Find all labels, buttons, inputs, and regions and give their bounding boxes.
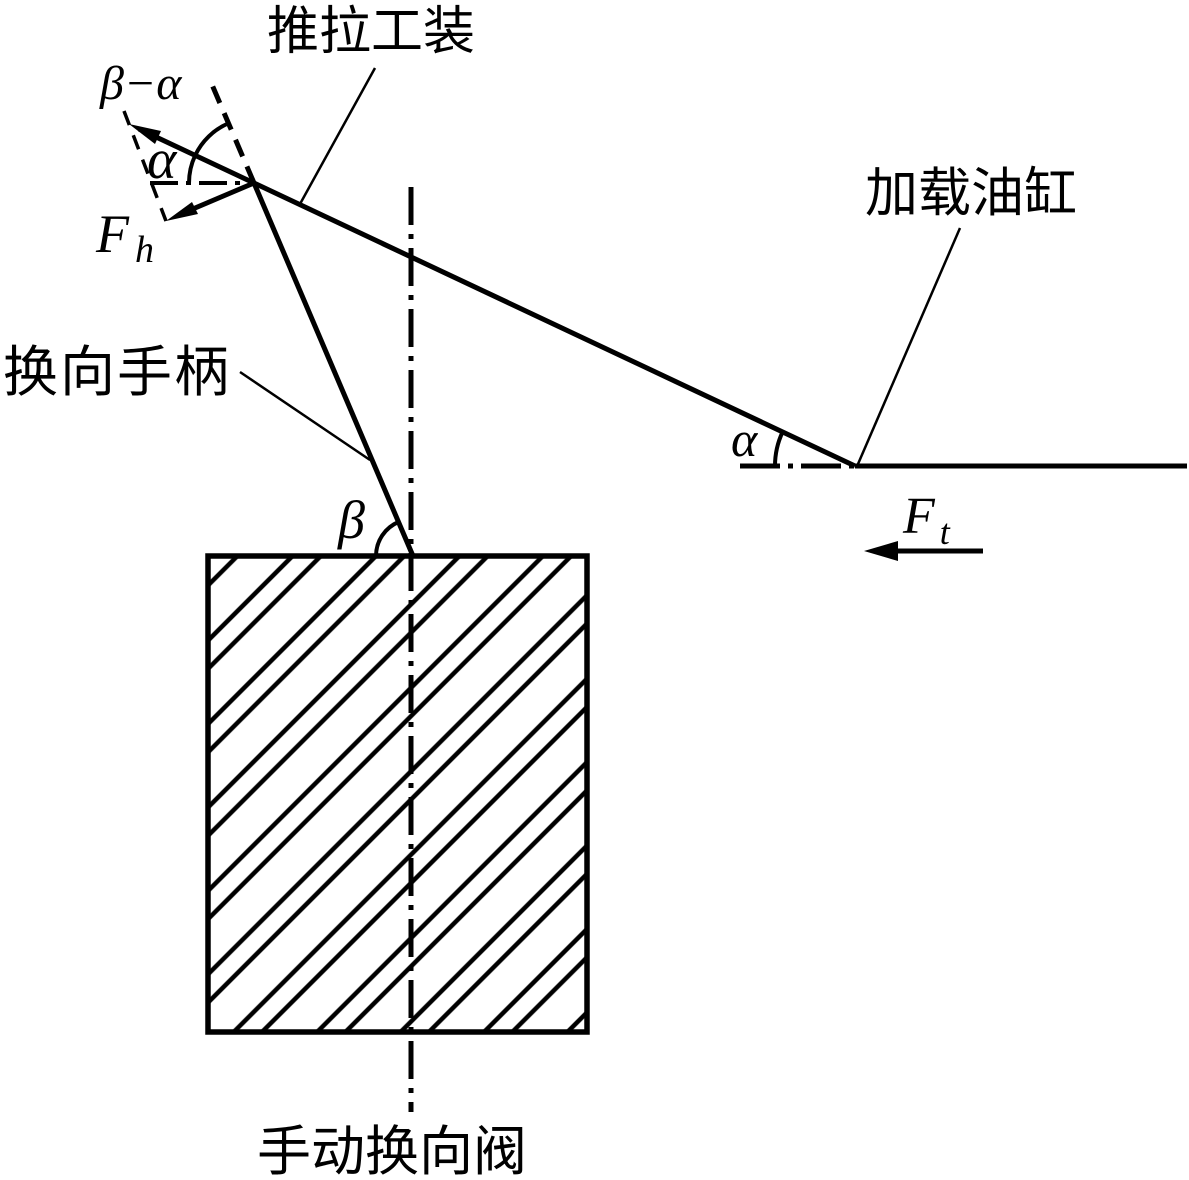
beta-minus-alpha-arc [193, 121, 230, 157]
force-fh-subscript: h [135, 229, 154, 271]
force-fh-arrowhead-icon [166, 202, 198, 221]
force-ft-symbol: F [902, 488, 936, 545]
valve-hatching [208, 556, 587, 1032]
handle-extension-dashed [207, 79, 257, 184]
beta-arc [374, 520, 400, 557]
force-fh-symbol: F [95, 204, 130, 264]
alpha-arc-left [187, 154, 198, 184]
force-fh-shaft [187, 180, 255, 214]
alpha-left-label: α [147, 129, 178, 191]
push-pull-rod-line [252, 180, 857, 469]
tooling-label: 推拉工装 [267, 4, 475, 61]
cylinder-leader-line [856, 227, 962, 465]
handle-leader-line [239, 370, 371, 462]
valve-body [205, 553, 590, 1035]
valve-label: 手动换向阀 [257, 1122, 527, 1180]
force-ft-arrow [864, 541, 983, 561]
handle-label: 换向手柄 [3, 342, 231, 403]
handle-line [251, 182, 416, 557]
tooling-leader-line [298, 67, 377, 205]
alpha-arc-right [772, 431, 785, 467]
beta-minus-alpha-label: β−α [99, 57, 182, 110]
alpha-right-label: α [731, 411, 759, 467]
force-parallelogram-dashed [122, 110, 168, 222]
force-f-arrowhead-icon [129, 124, 161, 144]
valve-outline [205, 553, 590, 1035]
force-ft-arrowhead-icon [864, 541, 898, 561]
force-ft-subscript: t [940, 512, 951, 552]
force-fh-arrow [166, 180, 255, 221]
cylinder-label: 加载油缸 [865, 164, 1077, 223]
beta-label: β [337, 490, 365, 550]
